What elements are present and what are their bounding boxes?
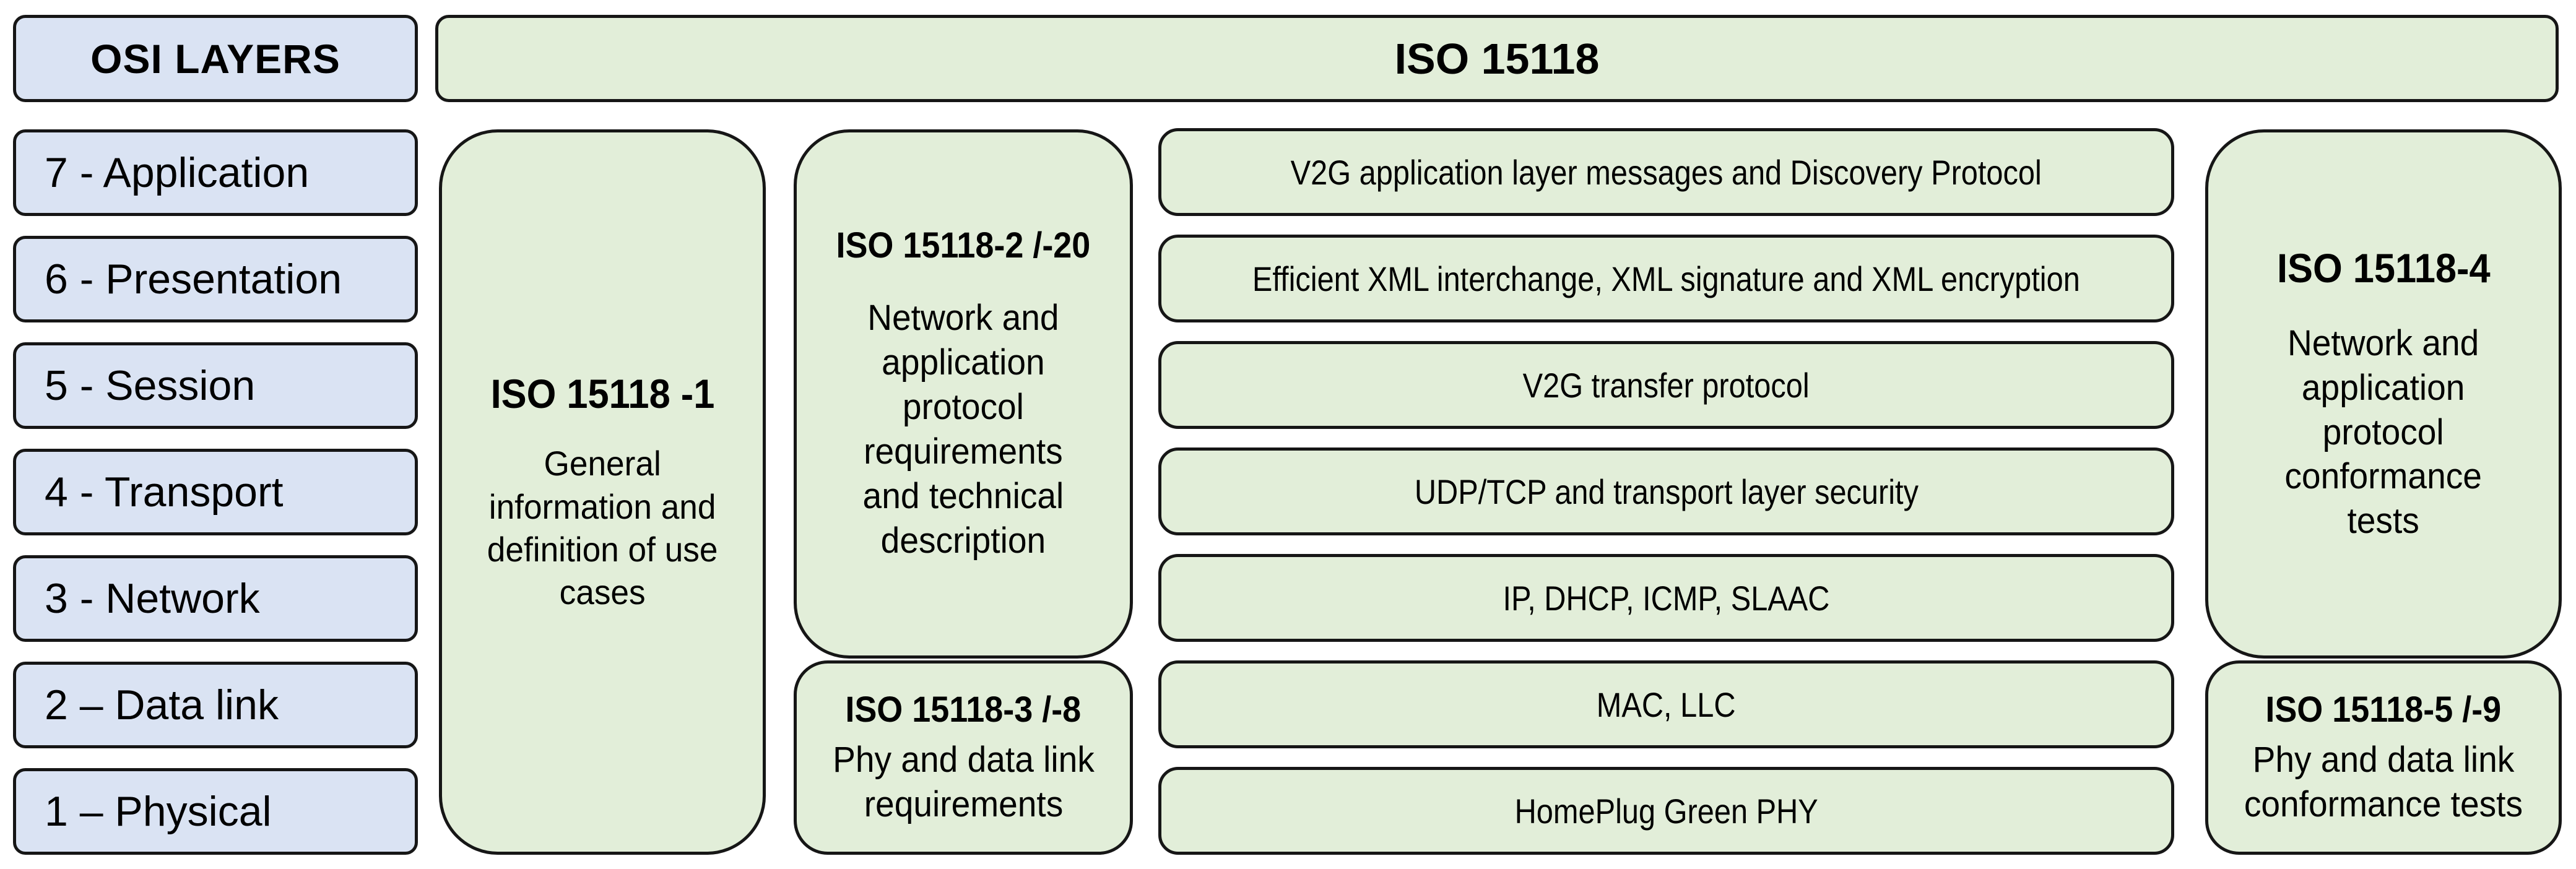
stack-row-label: IP, DHCP, ICMP, SLAAC — [1503, 578, 1830, 618]
stack-row-label: MAC, LLC — [1597, 685, 1736, 724]
iso-15118-2-20-body: Network and application protocol require… — [862, 298, 1064, 561]
stack-row-ip-dhcp-icmp-slaac: IP, DHCP, ICMP, SLAAC — [1158, 554, 2174, 642]
stack-row-v2g-transfer-protocol: V2G transfer protocol — [1158, 341, 2174, 429]
iso-15118-4-body: Network and application protocol conform… — [2284, 322, 2483, 542]
iso-15118-5-9-body: Phy and data link conformance tests — [2244, 739, 2523, 824]
iso-15118-1-body: General information and definition of us… — [487, 444, 718, 612]
stack-row-label: HomePlug Green PHY — [1514, 791, 1818, 831]
iso-15118-5-9-box: ISO 15118-5 /-9 Phy and data link confor… — [2205, 660, 2562, 855]
osi-layers-header: OSI LAYERS — [13, 15, 418, 102]
iso-15118-2-20-box: ISO 15118-2 /-20 Network and application… — [794, 129, 1133, 659]
stack-row-udp-tcp-tls: UDP/TCP and transport layer security — [1158, 447, 2174, 535]
stack-row-label: V2G application layer messages and Disco… — [1290, 152, 2042, 192]
stack-row-homeplug-green-phy: HomePlug Green PHY — [1158, 767, 2174, 855]
stack-row-v2g-application-messages: V2G application layer messages and Disco… — [1158, 128, 2174, 216]
stack-row-label: Efficient XML interchange, XML signature… — [1252, 259, 2080, 298]
stack-row-exi-xml-security: Efficient XML interchange, XML signature… — [1158, 235, 2174, 322]
iso-15118-2-20-title: ISO 15118-2 /-20 — [836, 225, 1091, 266]
osi-layer-3-network: 3 - Network — [13, 555, 418, 642]
iso-15118-4-title: ISO 15118-4 — [2276, 244, 2491, 291]
iso-15118-3-8-title: ISO 15118-3 /-8 — [845, 689, 1082, 730]
iso-15118-3-8-box: ISO 15118-3 /-8 Phy and data link requir… — [794, 660, 1133, 855]
iso-15118-banner: ISO 15118 — [435, 15, 2559, 102]
iso-15118-1-title: ISO 15118 -1 — [490, 371, 714, 417]
iso-15118-1-box: ISO 15118 -1 General information and def… — [439, 129, 766, 855]
stack-row-mac-llc: MAC, LLC — [1158, 660, 2174, 748]
osi-layer-1-physical: 1 – Physical — [13, 768, 418, 855]
iso-15118-4-box: ISO 15118-4 Network and application prot… — [2205, 129, 2562, 659]
iso-15118-3-8-body: Phy and data link requirements — [832, 739, 1095, 824]
iso-15118-5-9-title: ISO 15118-5 /-9 — [2265, 689, 2502, 730]
stack-row-label: V2G transfer protocol — [1522, 365, 1810, 405]
stack-row-label: UDP/TCP and transport layer security — [1414, 472, 1919, 511]
osi-layer-5-session: 5 - Session — [13, 342, 418, 429]
osi-layer-7-application: 7 - Application — [13, 129, 418, 216]
osi-layer-6-presentation: 6 - Presentation — [13, 236, 418, 322]
osi-layer-2-data-link: 2 – Data link — [13, 662, 418, 748]
osi-layer-4-transport: 4 - Transport — [13, 449, 418, 535]
